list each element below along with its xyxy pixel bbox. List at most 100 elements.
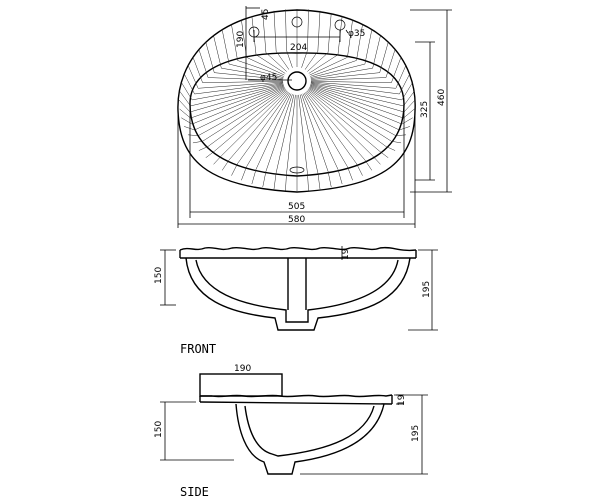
rim-surface-line	[356, 24, 363, 61]
rim-surface-line	[356, 163, 363, 176]
top-view: 45 204 φ35 190 φ45 325 460 505 580	[177, 6, 452, 228]
dim-overall-depth: 460	[437, 89, 447, 106]
rim-surface-line	[213, 155, 222, 165]
bowl-surface-line	[194, 86, 285, 131]
rim-surface-line	[251, 169, 257, 185]
side-view-label: SIDE	[180, 485, 209, 499]
bowl-surface-line	[228, 91, 289, 161]
rim-surface-line	[221, 159, 230, 171]
bowl-surface-line	[308, 89, 387, 147]
bowl-surface-line	[309, 87, 396, 136]
bowl-surface-line	[246, 57, 285, 76]
faucet-hole-right	[334, 19, 346, 31]
rim-surface-line	[364, 159, 373, 171]
bowl-surface-line	[214, 89, 287, 152]
bowl-surface-line	[202, 88, 286, 142]
bowl-surface-line	[214, 72, 284, 80]
side-dim-height-left: 150	[154, 421, 164, 438]
faucet-hole-center	[291, 16, 303, 28]
rim-surface-line	[179, 90, 191, 107]
bowl-surface-line	[246, 92, 291, 167]
bowl-surface-line	[255, 93, 292, 170]
bowl-surface-line	[310, 85, 404, 119]
rim-surface-line	[307, 173, 309, 191]
bowl-surface-line	[298, 94, 308, 174]
rim-surface-line	[307, 9, 309, 51]
side-dim-rim: 19	[397, 394, 407, 406]
rim-surface-line	[181, 117, 193, 125]
side-dim-top-width: 190	[234, 364, 251, 374]
rim-surface-line	[262, 171, 267, 188]
side-dim-height-right: 195	[411, 425, 421, 442]
rim-surface-line	[337, 169, 343, 185]
rim-surface-line	[391, 57, 402, 83]
rim-surface-line	[285, 9, 287, 51]
bowl-surface-line	[255, 54, 286, 74]
rim-surface-line	[192, 140, 203, 144]
bowl-surface-line	[190, 85, 284, 119]
bowl-surface-line	[194, 82, 284, 95]
bowl-surface-line	[286, 50, 293, 68]
front-bowl-inner	[195, 259, 399, 323]
rim-surface-line	[273, 10, 277, 52]
bowl-surface-line	[189, 84, 284, 113]
rim-surface-line	[347, 166, 353, 181]
front-dim-height-right: 195	[422, 281, 432, 298]
side-rim-top	[200, 394, 393, 398]
rim-surface-line	[205, 151, 215, 158]
bowl-surface-line	[306, 90, 373, 157]
dim-side-hole-diameter: φ35	[348, 29, 365, 39]
front-view: 19 150 195 FRONT	[154, 246, 438, 356]
dim-bowl-width: 505	[288, 202, 305, 212]
faucet-deck	[199, 373, 283, 397]
bowl-surface-lines	[178, 9, 416, 191]
bowl-surface-line	[310, 72, 380, 80]
rim-surface-line	[327, 12, 332, 53]
bowl-surface-line	[237, 60, 284, 77]
bowl-surface-line	[309, 86, 400, 131]
bowl-surface-line	[207, 89, 286, 147]
bowl-surface-line	[299, 94, 319, 173]
rim-surface-line	[273, 172, 277, 190]
dim-bowl-depth: 325	[420, 101, 430, 118]
front-dim-height-left: 150	[154, 267, 164, 284]
bowl-surface-line	[221, 67, 284, 79]
rim-surface-line	[317, 10, 321, 52]
rim-surface-line	[403, 99, 416, 113]
bowl-surface-line	[310, 84, 405, 113]
bowl-surface-line	[192, 83, 284, 101]
bowl-surface-line	[275, 51, 290, 70]
bowl-surface-line	[229, 63, 284, 78]
rim-surface-line	[403, 90, 415, 107]
rim-surface-line	[192, 57, 203, 83]
rim-surface-line	[403, 108, 415, 119]
front-rim-top	[179, 246, 417, 252]
dim-faucet-spacing: 204	[290, 43, 307, 53]
front-dim-rim: 19	[341, 248, 351, 260]
dim-faucet-hole-offset: 45	[261, 9, 271, 20]
bowl-surface-line	[310, 77, 386, 81]
side-view: 190 19 150 195 SIDE	[154, 364, 428, 499]
rim-surface-line	[183, 73, 195, 95]
dim-drain-offset: 190	[236, 31, 246, 48]
rim-surface-line	[181, 82, 193, 101]
bowl-surface-line	[265, 94, 293, 172]
bowl-surface-line	[308, 54, 339, 74]
bowl-surface-line	[190, 83, 284, 107]
rim-surface-line	[401, 82, 413, 101]
bowl-surface-line	[308, 88, 392, 142]
bowl-surface-line	[191, 86, 285, 125]
rim-surface-line	[327, 171, 332, 188]
bowl-surface-line	[198, 81, 284, 89]
rim-surface-line	[241, 166, 247, 181]
rim-surface-line	[364, 29, 373, 65]
rim-surface-line	[317, 172, 321, 190]
bowl-surface-line	[301, 50, 308, 68]
rim-surface-line	[395, 65, 407, 89]
rim-surface-line	[385, 146, 396, 151]
bowl-surface-line	[202, 81, 284, 84]
bowl-surface-line	[310, 63, 365, 78]
rim-surface-line	[187, 65, 199, 89]
rim-surface-line	[221, 29, 230, 65]
bowl-surface-line	[309, 57, 348, 76]
